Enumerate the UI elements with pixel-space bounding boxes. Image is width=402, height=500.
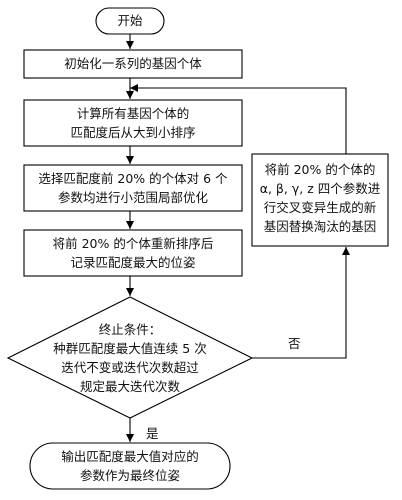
- crossover-line-2: α, β, γ, z 四个参数进: [260, 181, 381, 196]
- resort-line-1: 将前 20% 的个体重新排序后: [53, 236, 214, 251]
- compute-line-1: 计算所有基因个体的: [77, 106, 190, 121]
- condition-line-1: 终止条件：: [99, 322, 162, 337]
- condition-line-3: 迭代不变或迭代次数超过: [61, 360, 199, 375]
- condition-line-2: 种群匹配度最大值连续 5 次: [53, 341, 206, 356]
- start-node: 开始: [95, 7, 165, 35]
- yes-label: 是: [146, 426, 159, 441]
- crossover-node: 将前 20% 的个体的 α, β, γ, z 四个参数进 行交叉变异生成的新 基…: [251, 153, 389, 247]
- condition-line-4: 规定最大迭代次数: [80, 379, 181, 394]
- select-line-2: 参数均进行小范围局部优化: [58, 190, 209, 205]
- crossover-line-1: 将前 20% 的个体的: [265, 162, 376, 177]
- output-line-2: 参数作为最终位姿: [80, 468, 180, 483]
- edge-condition-crossover: [252, 247, 350, 359]
- init-label: 初始化一系列的基因个体: [64, 56, 202, 71]
- start-label: 开始: [117, 13, 143, 28]
- init-node: 初始化一系列的基因个体: [23, 49, 243, 79]
- select-node: 选择匹配度前 20% 的个体对 6 个 参数均进行小范围局部优化: [23, 164, 243, 212]
- compute-line-2: 匹配度后从大到小排序: [70, 125, 195, 140]
- crossover-line-4: 基因替换淘汰的基因: [264, 219, 377, 234]
- output-line-1: 输出匹配度最大值对应的: [61, 449, 199, 464]
- condition-node: 终止条件： 种群匹配度最大值连续 5 次 迭代不变或迭代次数超过 规定最大迭代次…: [6, 296, 254, 419]
- resort-node: 将前 20% 的个体重新排序后 记录匹配度最大的位姿: [23, 229, 243, 277]
- select-line-1: 选择匹配度前 20% 的个体对 6 个: [38, 171, 228, 186]
- compute-node: 计算所有基因个体的 匹配度后从大到小排序: [23, 99, 243, 147]
- output-node: 输出匹配度最大值对应的 参数作为最终位姿: [29, 442, 231, 490]
- no-label: 否: [288, 336, 301, 351]
- resort-line-2: 记录匹配度最大的位姿: [70, 255, 195, 270]
- crossover-line-3: 行交叉变异生成的新: [264, 200, 377, 215]
- edge-crossover-compute: [130, 84, 347, 154]
